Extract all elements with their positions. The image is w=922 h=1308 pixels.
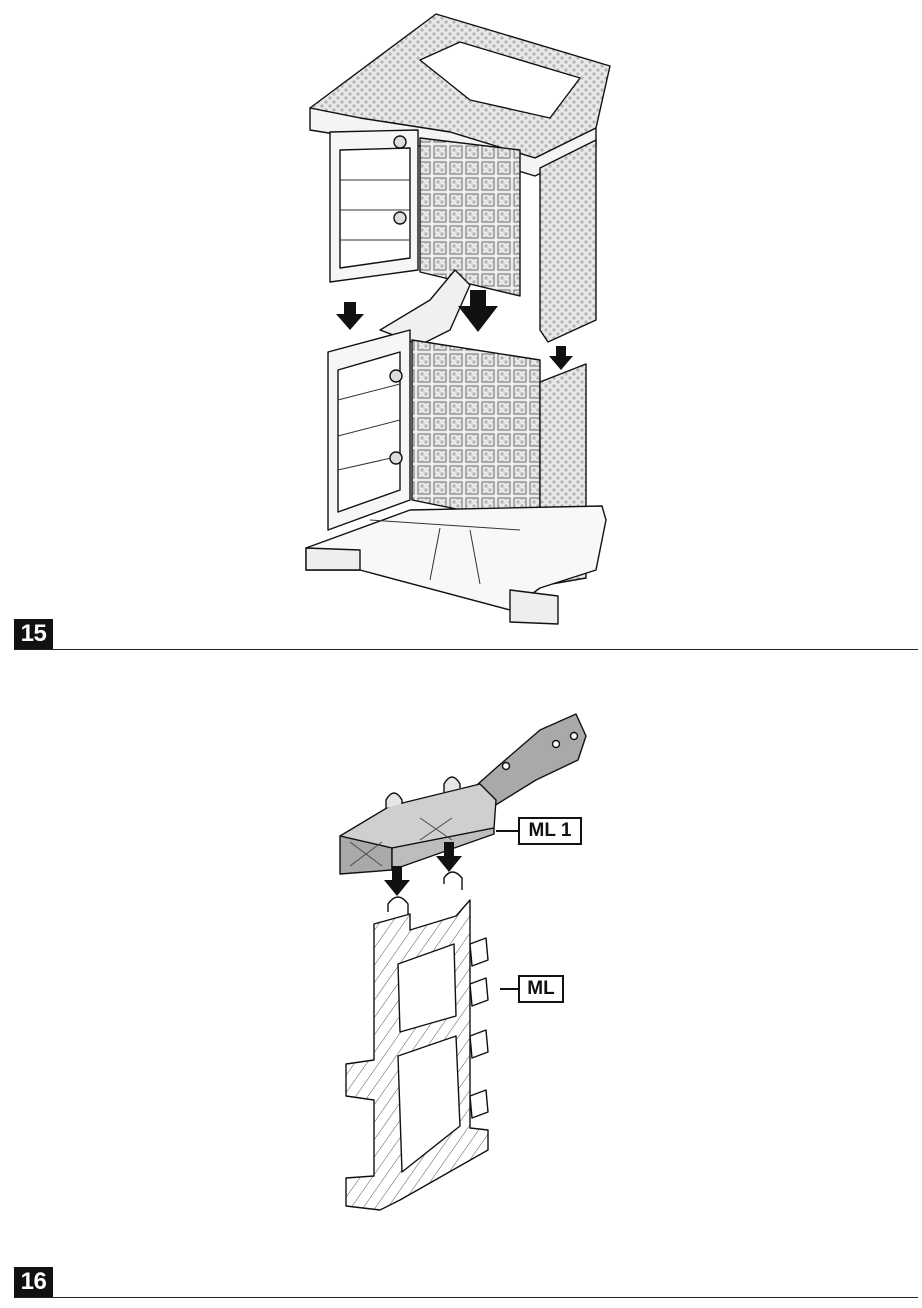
ml-leader-line <box>500 988 518 990</box>
step-15-illustration <box>0 0 922 650</box>
lower-module <box>306 330 606 624</box>
arrow-down-icon <box>549 346 573 370</box>
arrow-down-icon <box>436 842 462 872</box>
ml1-leader-line <box>496 830 518 832</box>
part-label-ml1: ML 1 <box>518 817 582 845</box>
step-divider <box>14 649 918 650</box>
part-ml <box>346 872 488 1210</box>
upper-module <box>310 14 610 345</box>
part-ml1 <box>340 714 586 874</box>
step-number-badge: 15 <box>14 619 53 649</box>
arrow-down-icon <box>336 302 364 330</box>
step-number-badge: 16 <box>14 1267 53 1297</box>
part-label-ml: ML <box>518 975 564 1003</box>
arrow-down-icon <box>384 866 410 896</box>
step-divider <box>14 1297 918 1298</box>
